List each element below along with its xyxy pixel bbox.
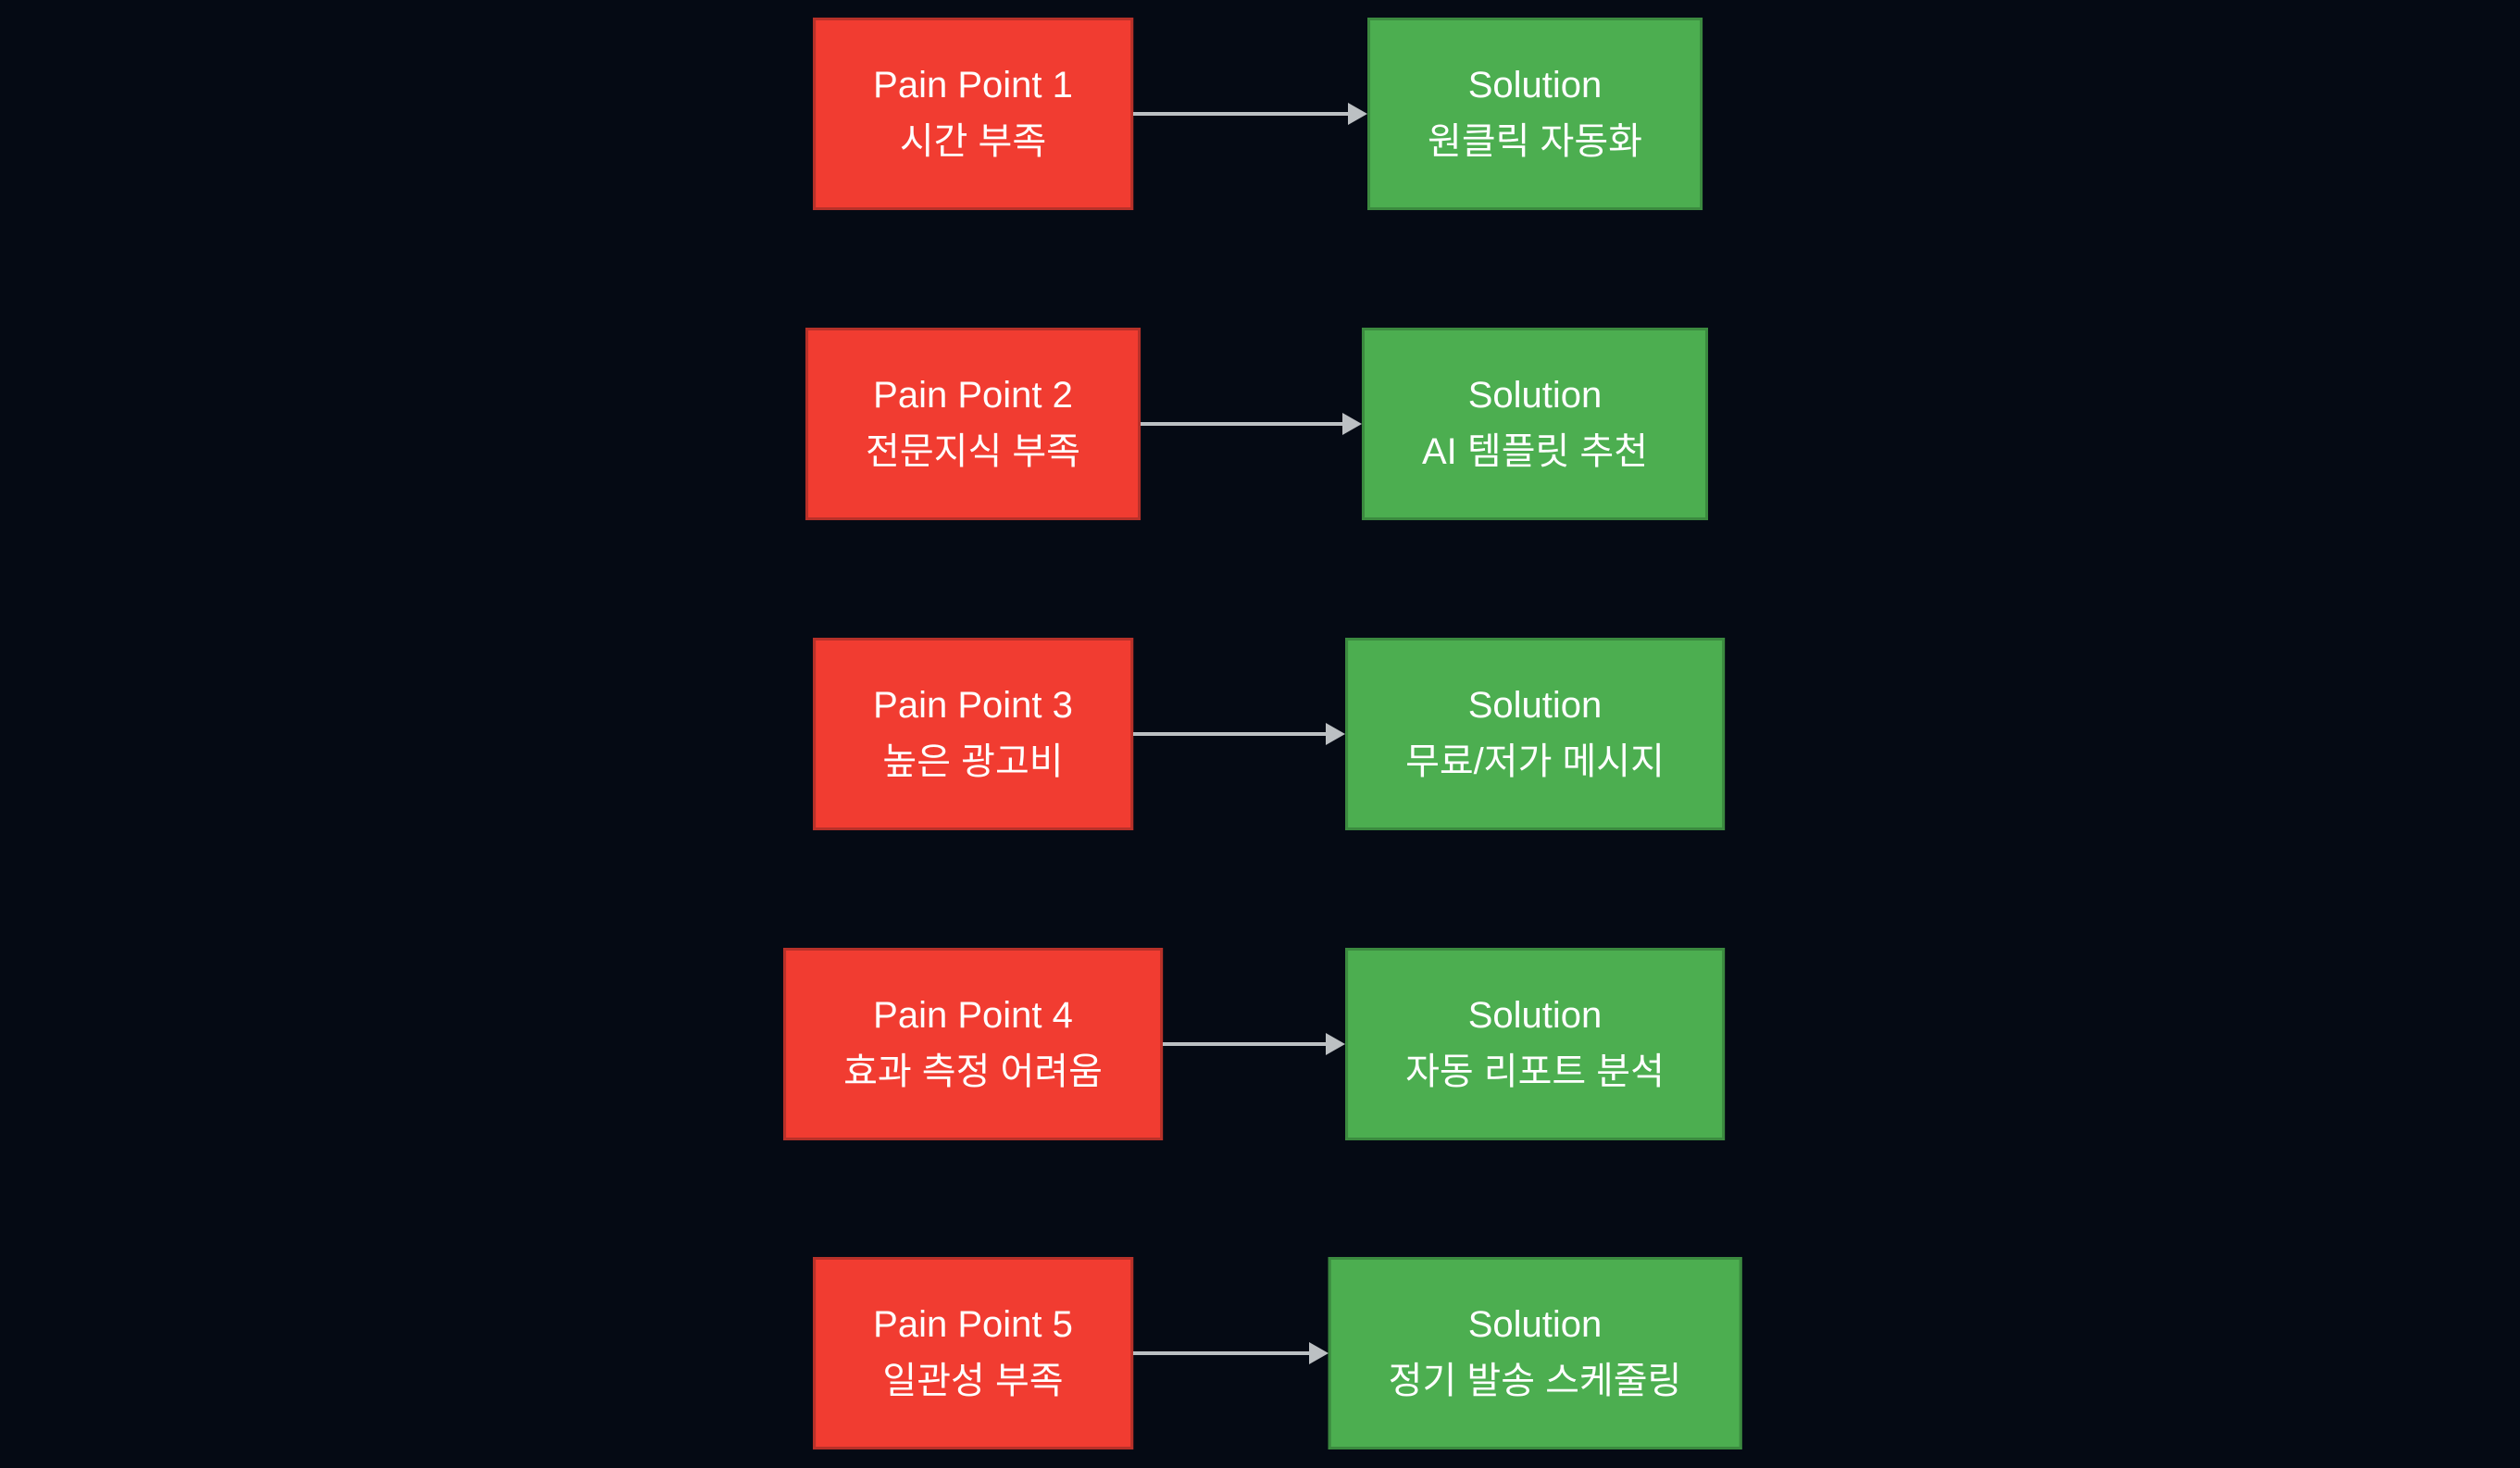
- pain-point-title: Pain Point 5: [873, 1304, 1073, 1345]
- pain-point-box: Pain Point 1 시간 부족: [813, 18, 1133, 210]
- solution-subtitle: AI 템플릿 추천: [1421, 431, 1649, 472]
- pain-point-title: Pain Point 2: [873, 375, 1073, 416]
- arrow-line: [1140, 422, 1345, 426]
- flow-row: Pain Point 4 효과 측정 어려움 Solution 자동 리포트 분…: [0, 948, 2520, 1140]
- pain-point-title: Pain Point 3: [873, 685, 1073, 726]
- solution-title: Solution: [1467, 375, 1603, 416]
- arrowhead-icon: [1326, 723, 1346, 745]
- solution-subtitle: 자동 리포트 분석: [1405, 1051, 1665, 1092]
- flow-row: Pain Point 3 높은 광고비 Solution 무료/저가 메시지: [0, 638, 2520, 830]
- arrowhead-icon: [1308, 1342, 1329, 1364]
- solution-subtitle: 정기 발송 스케줄링: [1388, 1361, 1682, 1401]
- pain-point-title: Pain Point 1: [873, 65, 1073, 106]
- pain-point-box: Pain Point 2 전문지식 부족: [805, 328, 1141, 520]
- arrowhead-icon: [1348, 103, 1368, 125]
- solution-subtitle: 무료/저가 메시지: [1405, 741, 1665, 782]
- pain-point-subtitle: 전문지식 부족: [866, 431, 1080, 472]
- pain-point-subtitle: 시간 부족: [899, 121, 1047, 162]
- arrowhead-icon: [1341, 413, 1362, 435]
- solution-title: Solution: [1467, 995, 1603, 1036]
- solution-box: Solution 무료/저가 메시지: [1345, 638, 1725, 830]
- flow-row: Pain Point 1 시간 부족 Solution 원클릭 자동화: [0, 18, 2520, 210]
- arrow-line: [1132, 112, 1352, 116]
- solution-title: Solution: [1467, 1304, 1603, 1345]
- flow-row: Pain Point 5 일관성 부족 Solution 정기 발송 스케줄링: [0, 1257, 2520, 1449]
- arrow-line: [1132, 1351, 1312, 1355]
- solution-box: Solution 정기 발송 스케줄링: [1328, 1257, 1742, 1449]
- solution-subtitle: 원클릭 자동화: [1428, 121, 1642, 162]
- pain-point-subtitle: 일관성 부족: [882, 1361, 1064, 1401]
- solution-title: Solution: [1467, 685, 1603, 726]
- flow-row: Pain Point 2 전문지식 부족 Solution AI 템플릿 추천: [0, 328, 2520, 520]
- solution-box: Solution 원클릭 자동화: [1367, 18, 1703, 210]
- pain-point-box: Pain Point 3 높은 광고비: [813, 638, 1133, 830]
- pain-point-title: Pain Point 4: [873, 995, 1073, 1036]
- pain-point-subtitle: 효과 측정 어려움: [843, 1051, 1103, 1092]
- pain-point-box: Pain Point 4 효과 측정 어려움: [783, 948, 1163, 1140]
- pain-point-subtitle: 높은 광고비: [882, 741, 1064, 782]
- solution-box: Solution 자동 리포트 분석: [1345, 948, 1725, 1140]
- arrow-line: [1162, 1042, 1329, 1046]
- solution-box: Solution AI 템플릿 추천: [1361, 328, 1709, 520]
- pain-point-box: Pain Point 5 일관성 부족: [813, 1257, 1133, 1449]
- solution-title: Solution: [1467, 65, 1603, 106]
- arrow-line: [1132, 732, 1329, 736]
- arrowhead-icon: [1326, 1033, 1346, 1055]
